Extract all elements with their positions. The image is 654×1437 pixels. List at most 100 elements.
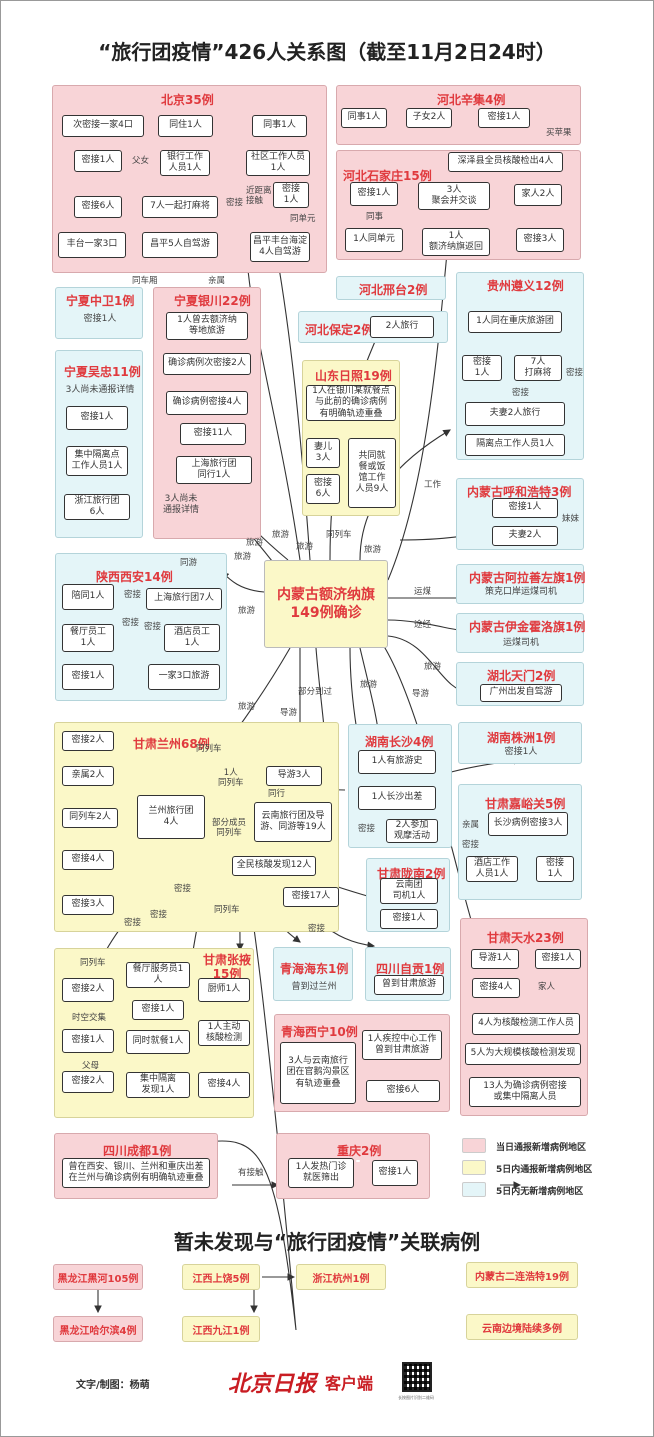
node: 密接1人 — [74, 150, 122, 172]
node: 5人为大规模核酸检测发现 — [465, 1043, 581, 1065]
edge-label: 家人 — [538, 982, 556, 992]
edge-label: 同列车 — [196, 744, 222, 754]
region-xingtai: 河北邢台2例 — [336, 276, 446, 300]
region-title: 河北石家庄15例 — [343, 169, 432, 183]
node: 密接1人 — [492, 498, 558, 518]
region-title: 四川成都1例 — [103, 1144, 172, 1158]
edge-label: 旅游 — [238, 702, 256, 712]
edge-label: 部分到过 — [298, 687, 333, 697]
edge-label: 密接 — [124, 918, 142, 928]
node: 共同就 餐或饭 馆工作 人员9人 — [348, 438, 396, 508]
node: 广州出发自驾游 — [480, 684, 562, 702]
box-hangzhou: 浙江杭州1例 — [296, 1264, 386, 1290]
region-zhuzhou: 湖南株洲1例 密接1人 — [458, 722, 582, 764]
edge-label: 密接 — [358, 824, 376, 834]
center-node-ejina: 内蒙古额济纳旗 149例确诊 — [264, 560, 388, 648]
edge-label: 旅游 — [234, 552, 252, 562]
node: 昌平丰台海淀 4人自驾游 — [250, 232, 310, 262]
region-text: 运煤司机 — [502, 638, 539, 648]
node: 密接2人 — [62, 978, 114, 1002]
region-title: 青海海东1例 — [280, 962, 349, 976]
region-title: 河北邢台2例 — [359, 283, 428, 297]
region-ejin-horo: 内蒙古伊金霍洛旗1例 运煤司机 — [456, 613, 586, 653]
region-title: 甘肃天水23例 — [487, 931, 564, 945]
region-note: 3人尚未 通报详情 — [162, 494, 199, 516]
node: 餐厅员工 1人 — [62, 624, 114, 652]
node: 妻儿 3人 — [306, 438, 340, 468]
node: 密接1人 — [62, 1029, 114, 1053]
node: 上海旅行团 同行1人 — [176, 456, 252, 484]
node: 3人 聚会并交谈 — [418, 182, 490, 210]
node: 陪同1人 — [62, 584, 114, 610]
region-title: 山东日照19例 — [315, 369, 392, 383]
node: 1人长沙出差 — [358, 786, 436, 810]
node: 厨师1人 — [198, 978, 250, 1002]
node: 次密接一家4口 — [62, 115, 144, 137]
edge-label: 妹妹 — [562, 514, 580, 524]
edge-label: 同车厢 — [132, 276, 158, 286]
node: 密接6人 — [366, 1080, 440, 1102]
node: 集中隔离点 工作人员1人 — [66, 446, 128, 476]
node: 密接 1人 — [536, 856, 574, 882]
node: 密接11人 — [180, 423, 246, 445]
node: 密接17人 — [283, 887, 339, 907]
region-text: 密接1人 — [504, 747, 538, 757]
node: 昌平5人自驾游 — [142, 232, 218, 258]
node: 云南旅行团及导 游、同游等19人 — [254, 802, 332, 842]
region-title: 四川自贡1例 — [376, 962, 445, 976]
edge — [387, 220, 454, 581]
node: 密接 1人 — [462, 355, 502, 381]
region-title: 湖北天门2例 — [487, 669, 556, 683]
qr-code-icon[interactable] — [402, 1362, 432, 1392]
node: 一家3口旅游 — [148, 664, 220, 690]
brand-suffix: 客户端 — [325, 1374, 374, 1393]
edge-label: 同列车 — [80, 958, 106, 968]
node: 1人同在重庆旅游团 — [468, 311, 562, 333]
region-title: 宁夏中卫1例 — [66, 294, 135, 308]
node: 同住1人 — [158, 115, 213, 137]
region-title: 河北辛集4例 — [437, 93, 506, 107]
node: 云南团 司机1人 — [380, 878, 438, 904]
legend-swatch-pink — [462, 1138, 486, 1153]
node: 丰台一家3口 — [58, 232, 126, 258]
node: 1人 额济纳旗返回 — [422, 228, 490, 256]
node: 密接1人 — [372, 1160, 418, 1186]
edge-label: 亲属 — [208, 276, 226, 286]
node: 密接1人 — [62, 664, 114, 690]
box-yunnan-border: 云南边境陆续多例 — [466, 1314, 578, 1340]
edge-label: 同行 — [268, 789, 286, 799]
node: 13人为确诊病例密接 或集中隔离人员 — [469, 1077, 581, 1107]
region-title: 湖南长沙4例 — [365, 735, 434, 749]
edge-label: 时空交集 — [72, 1013, 107, 1023]
author-credit: 文字/制图：杨萌 — [76, 1380, 150, 1391]
edge-label: 导游 — [280, 708, 298, 718]
edge-label: 同列车 — [214, 905, 240, 915]
region-title: 甘肃张掖 15例 — [203, 953, 252, 982]
node: 社区工作人员 1人 — [246, 150, 310, 176]
legend-swatch-blue — [462, 1182, 486, 1197]
edge-label: 旅游 — [360, 680, 378, 690]
region-title: 重庆2例 — [337, 1144, 382, 1158]
edge-label: 父母 — [82, 1061, 100, 1071]
node: 密接4人 — [472, 978, 520, 998]
edge-label: 亲属 — [462, 820, 480, 830]
edge-label: 近距离 接触 — [246, 186, 272, 207]
region-title: 内蒙古伊金霍洛旗1例 — [469, 620, 586, 634]
node: 密接2人 — [62, 1071, 114, 1093]
node: 密接1人 — [350, 182, 398, 206]
center-title: 内蒙古额济纳旗 — [277, 586, 375, 603]
legend-label: 当日通报新增病例地区 — [496, 1143, 587, 1153]
node: 深泽县全员核酸检出4人 — [448, 152, 563, 172]
edge-label: 运煤 — [414, 587, 432, 597]
node: 长沙病例密接3人 — [488, 812, 568, 836]
spacer — [356, 1160, 360, 1162]
node: 密接6人 — [74, 196, 122, 218]
node: 全民核酸发现12人 — [232, 856, 316, 876]
box-erenhot: 内蒙古二连浩特19例 — [466, 1262, 578, 1288]
node: 家人2人 — [514, 184, 562, 206]
node: 7人一起打麻将 — [142, 196, 218, 218]
edge-label: 旅游 — [246, 538, 264, 548]
node: 上海旅行团7人 — [146, 588, 222, 610]
node: 密接 1人 — [273, 182, 309, 208]
